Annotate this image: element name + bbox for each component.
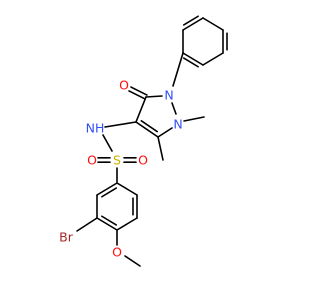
c-methyl-bond — [157, 136, 164, 161]
benzene-double-bond-inner — [101, 215, 118, 226]
sulfonamide-nh-label: NH — [86, 121, 105, 136]
benzene-bond — [116, 182, 138, 196]
carbonyl-double-bond-a — [130, 86, 148, 96]
nh-s-bond — [102, 134, 113, 152]
sulfur-label: S — [113, 153, 121, 168]
benzene-double-bond-inner — [101, 187, 118, 198]
o-methyl-bond — [124, 255, 141, 267]
n-methyl-bond — [183, 116, 205, 122]
benzene-double-bond — [96, 217, 118, 231]
atom-labels-layer: O N N NH S O O Br O — [59, 78, 183, 260]
sulfonyl-oxygen-right-label: O — [138, 153, 148, 168]
ring-bond-c4-c5 — [135, 96, 147, 123]
sulfonyl-oxygen-left-label: O — [87, 153, 97, 168]
ring-bond-n1-n2 — [171, 102, 177, 115]
phenyl-double-bond — [182, 52, 204, 66]
c-br-bond — [76, 217, 98, 232]
bonds-layer — [76, 15, 228, 267]
carbonyl-oxygen-label: O — [119, 78, 129, 93]
phenyl-bond — [202, 17, 224, 31]
pyrazole-n1-label: N — [164, 88, 173, 103]
molecule-canvas: O N N NH S O O Br O — [59, 15, 228, 267]
carbonyl-double-bond-b — [128, 90, 146, 100]
bromine-label: Br — [59, 230, 74, 245]
ring-double-bond-c3-c4 — [135, 121, 159, 138]
phenyl-double-bond-inner — [182, 15, 199, 26]
c4-nh-bond — [104, 121, 137, 128]
phenyl-double-bond — [182, 17, 204, 31]
n-phenyl-bond — [172, 52, 184, 87]
benzene-double-bond — [96, 182, 118, 196]
ring-bond-n2-c3 — [157, 127, 173, 138]
phenyl-bond — [202, 52, 224, 66]
molecule-structure: O N N NH S O O Br O — [59, 15, 228, 267]
ring-double-bond-c3-c4-inner — [140, 119, 158, 133]
benzene-bond — [116, 217, 138, 231]
phenyl-double-bond-inner — [182, 57, 199, 68]
ring-bond-c5-n1 — [145, 95, 163, 98]
methoxy-oxygen-label: O — [112, 245, 122, 260]
pyrazole-n2-label: N — [173, 117, 182, 132]
